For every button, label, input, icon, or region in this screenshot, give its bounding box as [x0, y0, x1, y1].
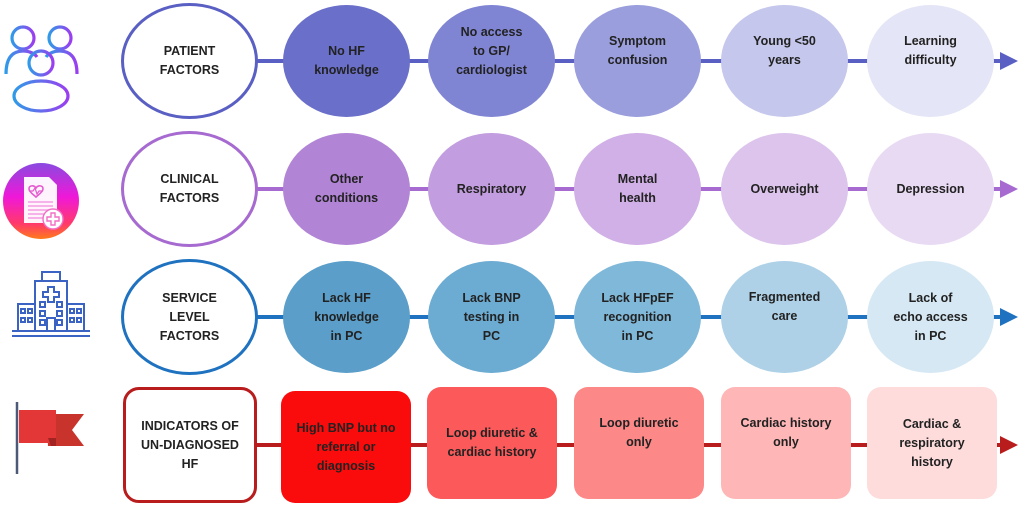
header-label: SERVICE LEVEL FACTORS — [159, 290, 220, 343]
indicator-node: High BNP but no referral or diagnosis — [281, 391, 411, 503]
factor-label: No HF knowledge — [314, 44, 379, 77]
header-patient-factors: PATIENT FACTORS — [121, 3, 258, 119]
row-patient-factors: PATIENT FACTORS No HF knowledge No acces… — [0, 0, 1024, 126]
factor-node: No access to GP/ cardiologist — [428, 5, 555, 117]
arrow-right-icon — [1000, 308, 1018, 326]
factor-node: Symptom confusion — [574, 5, 701, 117]
factor-label: Lack HFpEF recognition in PC — [601, 290, 674, 343]
header-clinical-factors: CLINICAL FACTORS — [121, 131, 258, 247]
indicator-label: Cardiac history only — [740, 416, 832, 449]
indicator-label: Cardiac & respiratory history — [899, 416, 965, 469]
factor-label: Lack of echo access in PC — [893, 290, 968, 343]
header-label: INDICATORS OF UN-DIAGNOSED HF — [141, 418, 239, 471]
indicator-label: Loop diuretic & cardiac history — [446, 426, 538, 459]
factor-label: Symptom confusion — [607, 34, 668, 67]
red-flag-icon — [0, 384, 90, 510]
row-service-level-factors: SERVICE LEVEL FACTORS Lack HF knowledge … — [0, 256, 1024, 382]
header-label: CLINICAL FACTORS — [159, 172, 220, 205]
factor-node: Fragmented care — [721, 261, 848, 373]
indicator-node: Cardiac history only — [721, 387, 851, 499]
header-label: PATIENT FACTORS — [159, 44, 220, 77]
factor-label: Lack HF knowledge in PC — [314, 290, 379, 343]
factor-node: Lack HF knowledge in PC — [283, 261, 410, 373]
arrow-right-icon — [1000, 436, 1018, 454]
factor-node: Lack of echo access in PC — [867, 261, 994, 373]
indicator-node: Loop diuretic only — [574, 387, 704, 499]
factor-node: Mental health — [574, 133, 701, 245]
indicator-node: Loop diuretic & cardiac history — [427, 387, 557, 499]
factor-node: No HF knowledge — [283, 5, 410, 117]
header-service-level-factors: SERVICE LEVEL FACTORS — [121, 259, 258, 375]
factor-label: Fragmented care — [748, 290, 821, 323]
factor-label: Overweight — [750, 181, 819, 196]
medical-record-icon — [0, 128, 90, 254]
factor-label: Mental health — [617, 172, 658, 205]
factor-label: Other conditions — [314, 172, 379, 205]
people-group-icon — [0, 0, 90, 126]
factor-label: Learning difficulty — [904, 34, 957, 67]
indicator-node: Cardiac & respiratory history — [867, 387, 997, 499]
factor-node: Other conditions — [283, 133, 410, 245]
factor-node: Overweight — [721, 133, 848, 245]
hospital-icon — [0, 256, 90, 382]
arrow-right-icon — [1000, 180, 1018, 198]
factor-label: No access to GP/ cardiologist — [456, 24, 527, 77]
factor-node: Lack HFpEF recognition in PC — [574, 261, 701, 373]
factor-node: Depression — [867, 133, 994, 245]
header-indicators-undiagnosed-hf: INDICATORS OF UN-DIAGNOSED HF — [123, 387, 257, 503]
factor-label: Lack BNP testing in PC — [462, 290, 521, 343]
row-clinical-factors: CLINICAL FACTORS Other conditions Respir… — [0, 128, 1024, 254]
indicator-label: Loop diuretic only — [599, 416, 679, 449]
factor-label: Depression — [896, 181, 965, 196]
factor-node: Respiratory — [428, 133, 555, 245]
factor-label: Young <50 years — [753, 34, 816, 67]
factor-node: Learning difficulty — [867, 5, 994, 117]
factor-label: Respiratory — [456, 181, 527, 196]
arrow-right-icon — [1000, 52, 1018, 70]
indicator-label: High BNP but no referral or diagnosis — [296, 420, 396, 473]
factor-node: Young <50 years — [721, 5, 848, 117]
row-indicators-undiagnosed-hf: INDICATORS OF UN-DIAGNOSED HF High BNP b… — [0, 384, 1024, 510]
factor-node: Lack BNP testing in PC — [428, 261, 555, 373]
